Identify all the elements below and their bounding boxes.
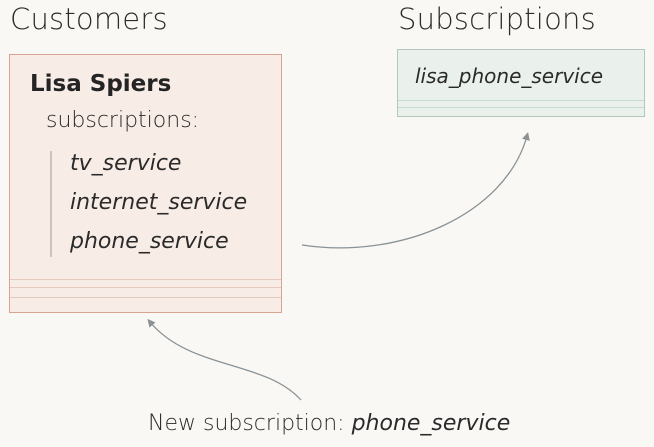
record-divider [10,297,281,298]
record-divider [10,279,281,280]
record-divider [398,100,644,101]
caption-value: phone_service [351,411,511,436]
subscriptions-field-label: subscriptions: [46,108,200,133]
customer-name: Lisa Spiers [30,71,172,97]
new-subscription-caption: New subscription: phone_service [148,411,510,436]
write-subscription-arrow [301,132,530,249]
subscriptions-store-box: lisa_phone_service [397,49,645,117]
customers-heading: Customers [10,2,168,36]
subscription-record: lisa_phone_service [415,64,604,88]
incoming-event-arrow [147,318,302,401]
subscriptions-heading: Subscriptions [398,2,596,36]
subscription-item-internet: internet_service [70,190,248,215]
subscriptions-list: tv_service internet_service phone_servic… [70,144,247,261]
subscription-item-tv: tv_service [70,151,182,176]
subscription-item-phone: phone_service [70,229,229,254]
record-divider [398,107,644,108]
customers-store-box: Lisa Spiers subscriptions: tv_service in… [9,54,282,313]
caption-prefix: New subscription: [148,411,352,436]
subscriptions-list-bar [50,151,52,257]
record-divider [10,287,281,288]
